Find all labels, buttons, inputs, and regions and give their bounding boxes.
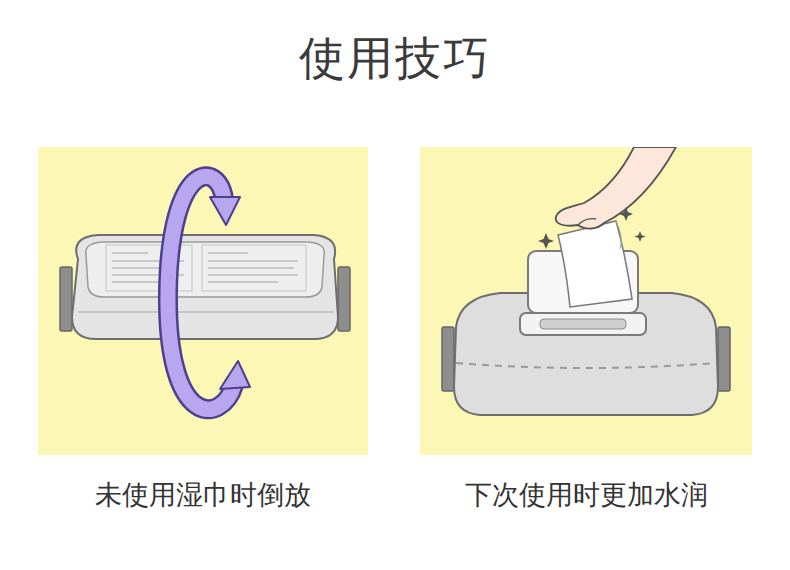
lid-base xyxy=(520,313,646,335)
panel-caption: 下次使用时更加水润 xyxy=(420,477,752,513)
pack-flap xyxy=(442,327,454,391)
illustration-part xyxy=(112,252,148,254)
illustration-part xyxy=(208,252,248,254)
pack-top xyxy=(86,242,324,297)
illustration-part xyxy=(208,267,294,269)
tip-panel: 未使用湿巾时倒放 xyxy=(38,147,368,455)
illustration-part xyxy=(635,231,646,242)
pack-flap xyxy=(338,267,350,331)
opening xyxy=(540,319,626,329)
diagram-title: 使用技巧 xyxy=(0,28,790,88)
illustration-part xyxy=(538,233,554,249)
illustration-part xyxy=(220,361,250,389)
pack-seam xyxy=(456,363,716,368)
pack-flap xyxy=(718,327,730,391)
illustration-part xyxy=(208,274,298,276)
pack-seam xyxy=(78,311,334,313)
finger-line xyxy=(578,219,596,225)
tip-panel: 下次使用时更加水润 xyxy=(420,147,752,455)
sparkles xyxy=(538,207,646,249)
panel-caption: 未使用湿巾时倒放 xyxy=(38,477,368,513)
hand xyxy=(556,147,676,229)
wipe xyxy=(558,221,632,307)
rotate-arrow xyxy=(168,176,250,409)
flip-pack-illustration xyxy=(38,147,368,455)
illustration-part xyxy=(210,197,240,225)
pack-flap xyxy=(60,267,72,331)
illustration-part xyxy=(208,260,298,262)
pack-body xyxy=(72,235,338,339)
illustration-part xyxy=(619,207,633,221)
pack-label xyxy=(202,245,306,291)
illustration-part xyxy=(208,281,278,283)
open-pack-illustration xyxy=(420,147,752,455)
label-lines xyxy=(112,253,298,282)
wipe-fold xyxy=(616,221,621,249)
